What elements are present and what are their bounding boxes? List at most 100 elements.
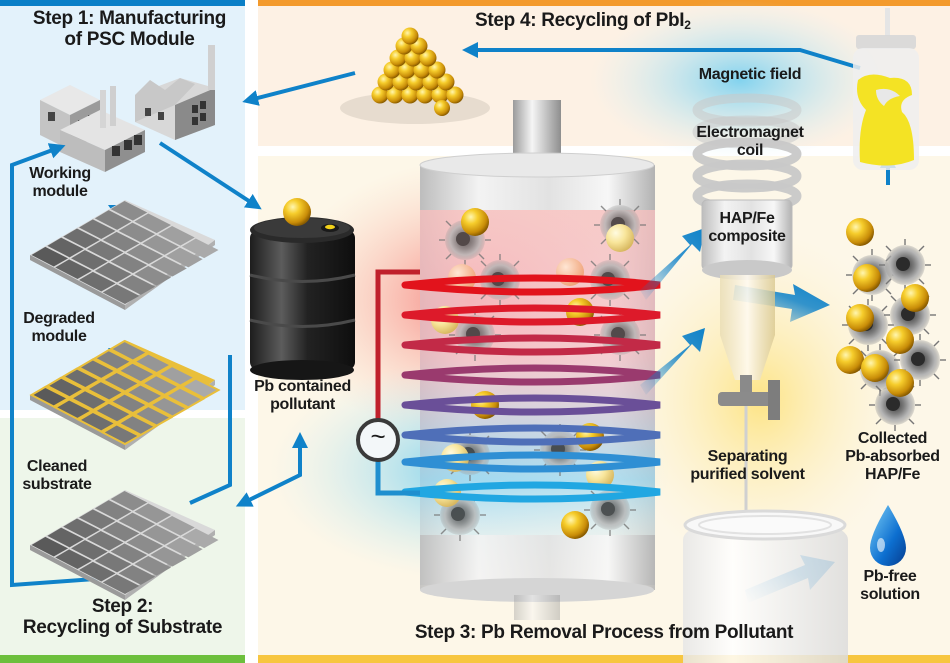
- solar-cell: [92, 349, 134, 371]
- solar-cell: [118, 565, 156, 585]
- solar-cell: [150, 256, 187, 277]
- cleaned-substrate-panel: [30, 490, 219, 600]
- solar-cell: [71, 250, 108, 270]
- coil-turn: [401, 274, 661, 296]
- solar-cell: [29, 385, 71, 408]
- hap-fe-label-line2: composite: [708, 227, 786, 245]
- pbi2-particle: [437, 73, 455, 91]
- pollutant-label: Pb contained pollutant: [245, 378, 360, 414]
- solar-cell: [94, 552, 132, 573]
- solar-cell: [84, 379, 126, 402]
- solar-cell: [148, 395, 189, 418]
- solar-cell: [108, 392, 150, 415]
- solar-cell: [132, 404, 174, 427]
- lead-particle: [901, 284, 929, 312]
- solar-cell: [132, 352, 174, 375]
- degraded-module-label-line2: module: [31, 327, 87, 345]
- step1-bar: [0, 0, 245, 6]
- lead-particle: [853, 264, 881, 292]
- solar-cell: [116, 361, 158, 384]
- pollutant-barrel: [249, 198, 356, 380]
- lead-particle: [886, 369, 914, 397]
- solar-cell: [158, 516, 195, 536]
- solar-cell: [45, 376, 87, 399]
- factory-icon: [40, 45, 215, 172]
- solar-cell: [116, 414, 158, 436]
- step2-title-line2: Recycling of Substrate: [22, 617, 223, 639]
- solar-cell: [100, 370, 142, 393]
- step2-title-line1: Step 2:: [91, 596, 154, 617]
- step1-title-line2: of PSC Module: [64, 29, 195, 51]
- solar-cell: [86, 531, 124, 551]
- pbi2-particle: [401, 86, 419, 104]
- solar-cell: [79, 509, 116, 529]
- induction-coil: [401, 274, 661, 503]
- solar-cell: [55, 549, 92, 569]
- coil-turn: [401, 304, 661, 326]
- solar-cell: [181, 528, 219, 549]
- lead-particle: [836, 346, 864, 374]
- separating-solvent-label: Separating purified solvent: [680, 448, 815, 484]
- solar-cell: [31, 246, 69, 267]
- hap-fe-particle: [878, 238, 932, 292]
- working-module-label-line2: module: [32, 182, 88, 200]
- pollutant-label-line2: pollutant: [270, 395, 335, 413]
- solar-cell: [53, 398, 94, 421]
- solar-cell: [63, 518, 100, 539]
- reactor-vessel: [419, 100, 655, 620]
- cleaned-substrate-label: Cleaned substrate: [12, 458, 102, 494]
- lead-ball: [283, 198, 311, 226]
- collected-hap-fe-cluster: [836, 218, 947, 432]
- coil-turn: [401, 451, 661, 473]
- degraded-module-label: Degraded module: [14, 310, 104, 346]
- electromagnet-coil-label: Electromagnet coil: [690, 124, 810, 160]
- solar-cell: [110, 491, 148, 511]
- ac-symbol: ~: [370, 421, 386, 451]
- cleaned-substrate-label-line2: substrate: [22, 475, 92, 493]
- solar-cell: [55, 259, 92, 279]
- degraded-module-label-line1: Degraded: [23, 310, 95, 327]
- lead-particle: [461, 208, 489, 236]
- solar-cell: [166, 247, 203, 268]
- solar-cell: [166, 537, 203, 558]
- lead-particle: [561, 511, 589, 539]
- solar-cell: [118, 512, 156, 533]
- step4-title-main: Step 4: Recycling of PbI: [475, 10, 685, 31]
- solar-cell: [102, 231, 140, 252]
- solar-cell: [124, 383, 166, 406]
- collected-label-line2: Pb-absorbed: [845, 447, 940, 465]
- pbi2-particle: [428, 61, 446, 79]
- solar-cell: [61, 367, 102, 390]
- arrow-pile-to-factory: [242, 71, 356, 106]
- solar-cell: [47, 527, 84, 548]
- solar-cell: [110, 253, 148, 274]
- step4-title: Step 4: Recycling of PbI2: [475, 10, 755, 32]
- solar-cell: [134, 213, 171, 234]
- lead-particle: [861, 354, 889, 382]
- solar-cell: [92, 401, 134, 424]
- solar-cell: [102, 521, 140, 542]
- solar-cell: [86, 241, 124, 261]
- degraded-module-panel: [29, 339, 221, 450]
- magnetic-field-label: Magnetic field: [698, 66, 802, 83]
- pbi2-particle: [401, 27, 419, 45]
- solar-cell: [94, 262, 132, 283]
- lead-particle: [606, 224, 634, 252]
- solar-cell: [164, 386, 205, 409]
- hap-fe-composite-label: HAP/Fe composite: [702, 210, 792, 246]
- solar-cell: [76, 358, 118, 381]
- solar-cell: [150, 546, 187, 567]
- solar-cell: [179, 377, 221, 400]
- solar-cell: [47, 237, 84, 258]
- solar-cell: [181, 238, 219, 259]
- pbi2-particle: [431, 86, 449, 104]
- arrow-factory-to-pollutant: [158, 141, 262, 210]
- separating-label-line2: purified solvent: [690, 465, 805, 483]
- pbi2-particle-pile: [340, 27, 490, 124]
- solar-cell: [79, 219, 116, 239]
- solar-cell: [102, 574, 140, 594]
- separating-label-line1: Separating: [707, 448, 788, 465]
- step2-bar: [0, 655, 245, 663]
- lead-particle: [846, 218, 874, 246]
- coil-turn: [401, 424, 661, 446]
